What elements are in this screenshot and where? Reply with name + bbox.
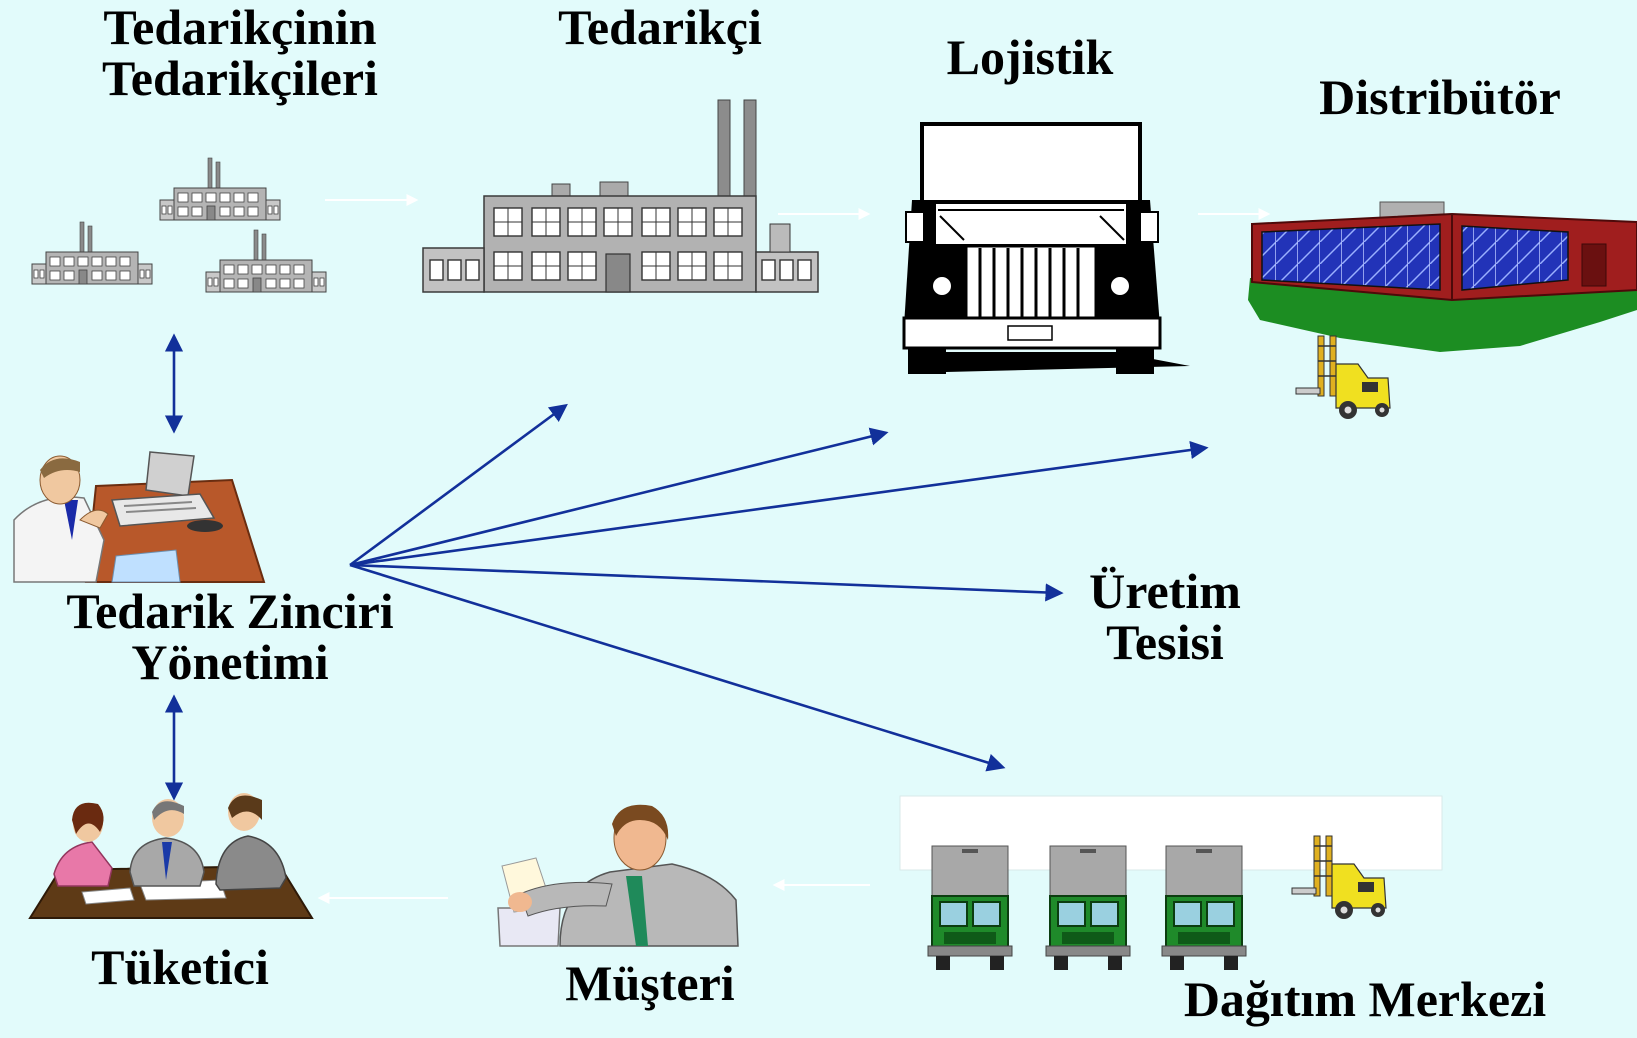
label-distributor: Distribütör: [1270, 72, 1610, 123]
businessman-icon: [497, 804, 739, 947]
label-text: Tedarikçi: [558, 0, 762, 55]
factory-icon: [159, 157, 281, 221]
arrow-to-supplier: [349, 403, 568, 567]
forklift-icon: [1295, 335, 1391, 420]
label-scm: Tedarik Zinciri Yönetimi: [30, 586, 430, 688]
factory-icon: [422, 99, 819, 293]
arrow-to-production: [349, 563, 1064, 602]
manager-desk-icon: [13, 451, 266, 583]
label-line-1: Üretim: [1089, 563, 1241, 619]
label-line-2: Tedarikçileri: [102, 50, 378, 106]
label-text: Müşteri: [565, 955, 735, 1011]
label-logistics: Lojistik: [900, 32, 1160, 83]
label-supplier: Tedarikçi: [520, 2, 800, 53]
label-text: Distribütör: [1319, 69, 1561, 125]
label-text: Dağıtım Merkezi: [1183, 971, 1547, 1027]
arrow-to-distribution-center: [349, 563, 1006, 772]
arrow-to-logistics: [349, 427, 889, 567]
factory-icon: [31, 221, 153, 285]
label-consumer: Tüketici: [60, 942, 300, 993]
distribution-center-icon: [899, 795, 1443, 971]
meeting-people-icon: [28, 793, 314, 919]
label-customer: Müşteri: [530, 958, 770, 1009]
factory-icon: [205, 229, 327, 293]
delivery-truck-icon: [927, 845, 1013, 971]
label-supplier-suppliers: Tedarikçinin Tedarikçileri: [60, 2, 420, 104]
delivery-truck-icon: [1161, 845, 1247, 971]
label-line-1: Tedarikçinin: [103, 0, 377, 55]
label-distribution-center: Dağıtım Merkezi: [1140, 974, 1590, 1025]
hub-arrows: [164, 333, 1209, 801]
label-line-1: Tedarik Zinciri: [66, 583, 394, 639]
label-production: Üretim Tesisi: [1060, 566, 1270, 668]
arrow-to-distributor: [349, 440, 1209, 567]
warehouse-icon: [1248, 201, 1637, 352]
label-text: Lojistik: [946, 29, 1114, 85]
label-line-2: Yönetimi: [131, 634, 329, 690]
label-line-2: Tesisi: [1106, 614, 1224, 670]
supplier-suppliers-factories: [31, 157, 327, 293]
truck-icon: [902, 122, 1190, 374]
delivery-truck-icon: [1045, 845, 1131, 971]
flow-arrows: [317, 194, 1271, 904]
label-text: Tüketici: [91, 939, 269, 995]
